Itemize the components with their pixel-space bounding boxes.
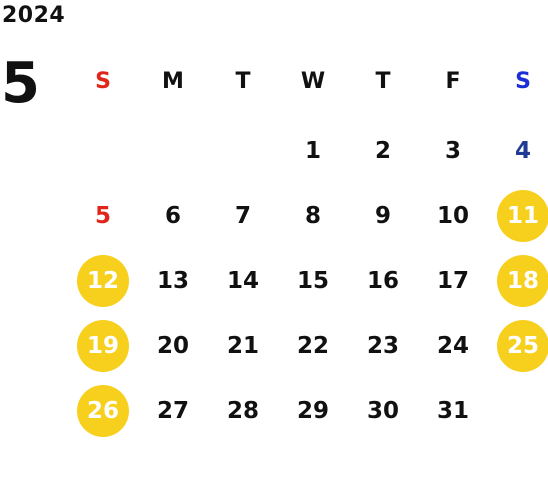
day-cell: 9 (348, 183, 418, 248)
day-cell: 4 (488, 118, 548, 183)
day-cell: 7 (208, 183, 278, 248)
day-cell (138, 118, 208, 183)
day-cell: 29 (278, 378, 348, 443)
weekday-thursday: T (375, 68, 391, 94)
day-cell: 8 (278, 183, 348, 248)
day-cell: 30 (348, 378, 418, 443)
day-number: 23 (366, 332, 399, 359)
day-number (77, 125, 129, 177)
day-number: 20 (156, 332, 189, 359)
day-number: 2 (374, 137, 391, 164)
day-cell: 13 (138, 248, 208, 313)
day-number: 22 (296, 332, 329, 359)
weekday-friday: F (445, 68, 461, 94)
day-number: 26 (77, 384, 129, 437)
day-cell: 23 (348, 313, 418, 378)
day-number: 11 (497, 189, 548, 242)
weekday-monday: M (162, 68, 184, 94)
weekday-saturday: S (515, 68, 531, 94)
day-cell: 5 (68, 183, 138, 248)
weekday-wednesday: W (300, 68, 326, 94)
year-label: 2024 (2, 3, 66, 28)
day-number: 8 (304, 202, 321, 229)
day-number: 27 (156, 397, 189, 424)
day-cell: 26 (68, 378, 138, 443)
day-number (217, 125, 269, 177)
day-number (497, 385, 548, 437)
day-cell: 2 (348, 118, 418, 183)
day-cell: 10 (418, 183, 488, 248)
day-number: 14 (226, 267, 259, 294)
day-number: 18 (497, 254, 548, 307)
day-number: 25 (497, 319, 548, 372)
day-number: 24 (436, 332, 469, 359)
day-cell: 3 (418, 118, 488, 183)
day-number: 4 (514, 137, 531, 164)
day-cell: 14 (208, 248, 278, 313)
day-cell: 18 (488, 248, 548, 313)
day-number: 7 (234, 202, 251, 229)
day-cell (208, 118, 278, 183)
day-number: 31 (436, 397, 469, 424)
day-cell: 27 (138, 378, 208, 443)
day-number: 21 (226, 332, 259, 359)
day-cell: 15 (278, 248, 348, 313)
day-number: 3 (444, 137, 461, 164)
day-number: 19 (77, 319, 129, 372)
day-cell: 6 (138, 183, 208, 248)
day-cell (68, 118, 138, 183)
day-number: 16 (366, 267, 399, 294)
day-cell: 28 (208, 378, 278, 443)
day-number: 17 (436, 267, 469, 294)
day-cell: 25 (488, 313, 548, 378)
day-cell: 21 (208, 313, 278, 378)
day-number: 30 (366, 397, 399, 424)
day-number: 10 (436, 202, 469, 229)
day-cell: 1 (278, 118, 348, 183)
day-cell: 12 (68, 248, 138, 313)
day-number: 29 (296, 397, 329, 424)
weekday-tuesday: T (235, 68, 251, 94)
weekday-sunday: S (95, 68, 111, 94)
day-cell: 22 (278, 313, 348, 378)
day-number: 15 (296, 267, 329, 294)
day-number: 6 (164, 202, 181, 229)
day-cell: 31 (418, 378, 488, 443)
day-cell: 24 (418, 313, 488, 378)
day-cell: 20 (138, 313, 208, 378)
day-grid: 1 2 3 4 5 6 7 8 9 10 11 12 13 14 15 16 1… (68, 118, 548, 443)
day-cell: 16 (348, 248, 418, 313)
day-number: 1 (304, 137, 321, 164)
month-number: 5 (1, 51, 40, 116)
day-number: 9 (374, 202, 391, 229)
day-number: 13 (156, 267, 189, 294)
day-cell: 17 (418, 248, 488, 313)
day-cell: 11 (488, 183, 548, 248)
day-number: 28 (226, 397, 259, 424)
day-number: 5 (94, 202, 111, 229)
day-number (147, 125, 199, 177)
weekday-header-row: S M T W T F S (68, 64, 548, 98)
day-number: 12 (77, 254, 129, 307)
day-cell (488, 378, 548, 443)
day-cell: 19 (68, 313, 138, 378)
